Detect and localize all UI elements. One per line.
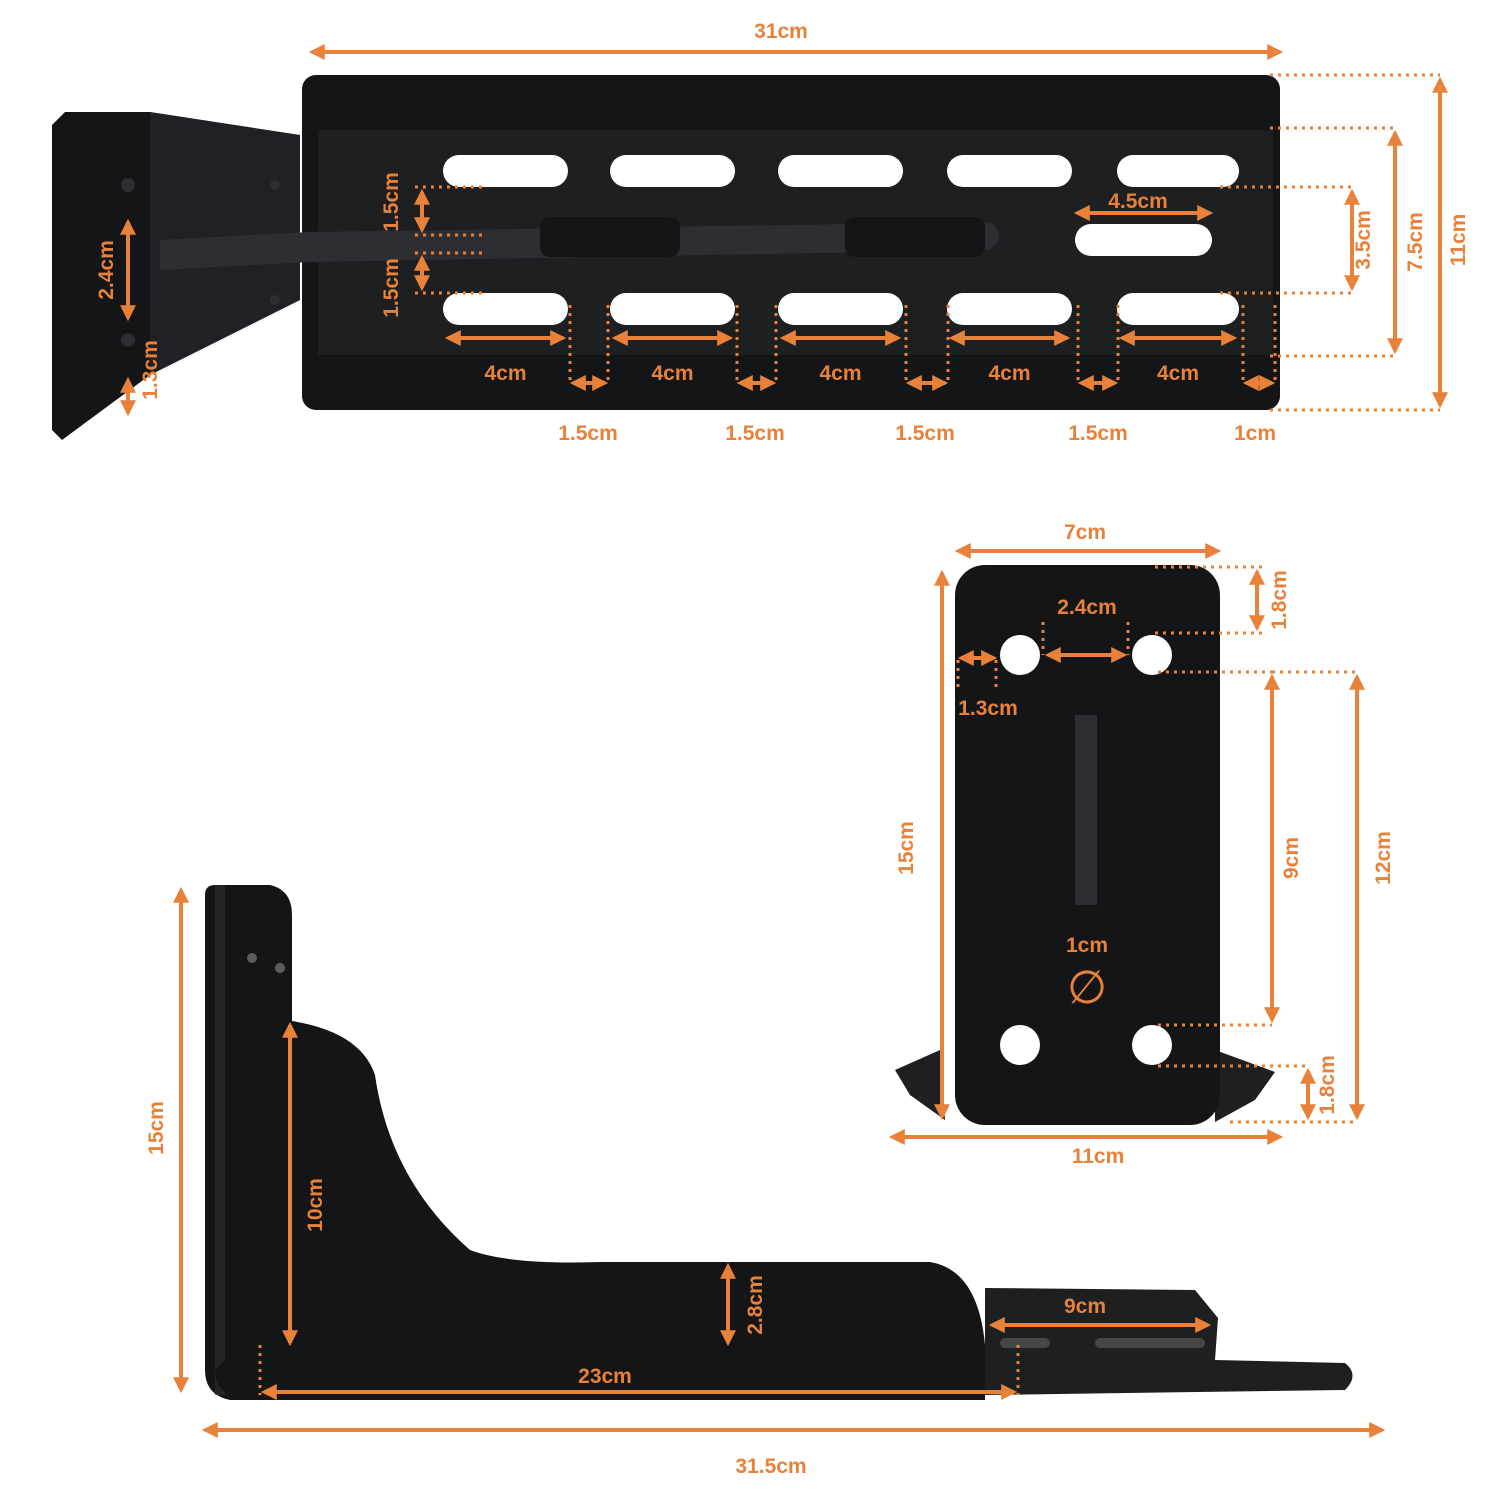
label-inner-width: 7.5cm xyxy=(1404,212,1427,272)
front-view-dimensions: 7cm 2.4cm 1.8cm 1.3cm 15cm 9cm 12cm 1cm … xyxy=(888,521,1395,1168)
top-view-bracket xyxy=(52,75,1280,440)
label-slot-width: 4cm xyxy=(651,362,693,385)
label-slot-width: 4cm xyxy=(484,362,526,385)
label-plate-width: 7cm xyxy=(1064,521,1106,544)
label-slot-gap: 1.5cm xyxy=(895,422,955,445)
label-slot-width: 4cm xyxy=(1157,362,1199,385)
label-side-height: 15cm xyxy=(145,1101,168,1155)
label-slot-gap: 1.5cm xyxy=(558,422,618,445)
label-flat-length: 9cm xyxy=(1064,1295,1106,1318)
top-view-dimensions: 31cm 11cm 7.5cm 3.5cm 4.5cm 1.5cm 1.5cm … xyxy=(95,20,1470,417)
label-gap-top: 1.5cm xyxy=(380,172,403,232)
label-front-height: 15cm xyxy=(895,821,918,875)
label-base-width: 11cm xyxy=(1072,1145,1125,1168)
label-hole-pitch: 9cm xyxy=(1280,837,1303,879)
label-slot-length: 4.5cm xyxy=(1108,190,1168,213)
label-side-offset: 1.3cm xyxy=(958,697,1018,720)
label-gap-bottom: 1.5cm xyxy=(380,258,403,318)
label-top-width: 11cm xyxy=(1447,214,1470,267)
label-slot-gap: 1cm xyxy=(1234,422,1276,445)
label-top-length: 31cm xyxy=(754,20,808,43)
label-slot-width: 4cm xyxy=(819,362,861,385)
front-view-bracket xyxy=(895,565,1275,1125)
label-hole-diameter: 1cm xyxy=(1066,934,1108,957)
slot-width-dimensions: 4cm 4cm 4cm 4cm 4cm 1.5cm 1.5cm 1.5cm 1.5cm 1cm xyxy=(444,305,1277,445)
diameter-symbol: ∅ xyxy=(1067,961,1107,1013)
label-plate-hole-edge: 1.3cm xyxy=(139,340,162,400)
label-plate-hole-spacing: 2.4cm xyxy=(95,240,118,300)
label-hole-spacing: 2.4cm xyxy=(1057,596,1117,619)
label-slot-gap: 1.5cm xyxy=(1068,422,1128,445)
label-web-height: 2.8cm xyxy=(744,1275,767,1335)
label-side-length: 31.5cm xyxy=(735,1455,806,1478)
label-slot-width: 4cm xyxy=(988,362,1030,385)
label-gusset-length: 23cm xyxy=(578,1365,632,1388)
label-bottom-offset: 1.8cm xyxy=(1316,1055,1339,1115)
label-top-offset: 1.8cm xyxy=(1268,570,1291,630)
label-total-pitch: 12cm xyxy=(1372,831,1395,885)
label-gusset-height: 10cm xyxy=(304,1178,327,1232)
side-view-dimensions: 15cm 10cm 2.8cm 9cm 23cm 31.5cm xyxy=(145,886,1386,1478)
label-slot-gap: 1.5cm xyxy=(725,422,785,445)
label-slot-span: 3.5cm xyxy=(1352,210,1375,270)
